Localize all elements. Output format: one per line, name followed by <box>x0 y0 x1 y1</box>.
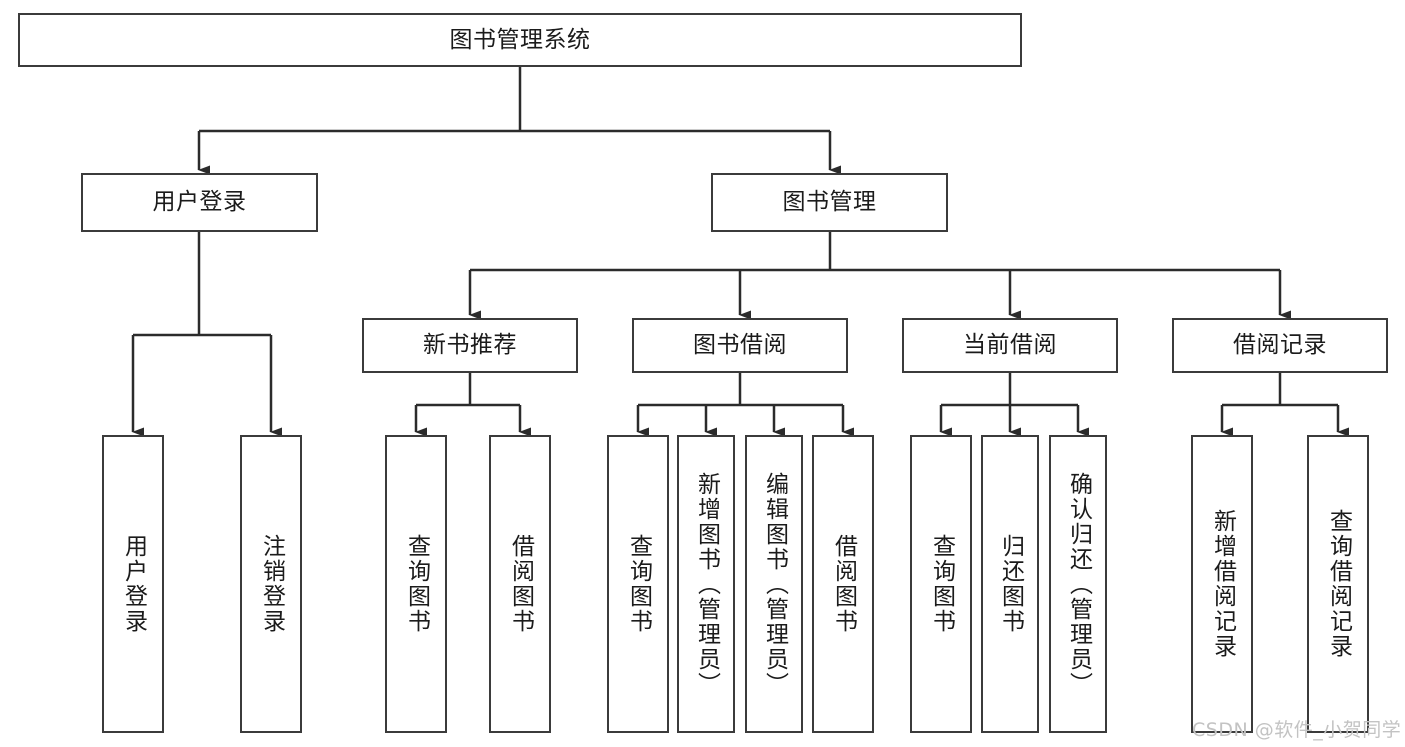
node-user-login[interactable]: 用户登录 <box>81 173 318 232</box>
node-leaf-borrow-book[interactable]: 借阅图书 <box>812 435 874 733</box>
node-label: 用户登录 <box>120 534 147 634</box>
node-leaf-query-book-current[interactable]: 查询图书 <box>910 435 972 733</box>
node-label: 确认归还（管理员） <box>1065 471 1092 697</box>
node-label: 归还图书 <box>997 534 1024 634</box>
node-book-borrow[interactable]: 图书借阅 <box>632 318 848 373</box>
node-label: 借阅图书 <box>507 534 534 634</box>
node-leaf-confirm-return-admin[interactable]: 确认归还（管理员） <box>1049 435 1107 733</box>
node-leaf-user-login[interactable]: 用户登录 <box>102 435 164 733</box>
node-root-system[interactable]: 图书管理系统 <box>18 13 1022 67</box>
node-leaf-add-borrow-record[interactable]: 新增借阅记录 <box>1191 435 1253 733</box>
node-leaf-add-book-admin[interactable]: 新增图书（管理员） <box>677 435 735 733</box>
node-label: 查询图书 <box>625 534 652 634</box>
node-leaf-query-book-recommend[interactable]: 查询图书 <box>385 435 447 733</box>
node-label: 新增借阅记录 <box>1209 509 1236 659</box>
node-label: 查询图书 <box>403 534 430 634</box>
node-label: 查询借阅记录 <box>1325 509 1352 659</box>
node-leaf-return-book[interactable]: 归还图书 <box>981 435 1039 733</box>
node-leaf-edit-book-admin[interactable]: 编辑图书（管理员） <box>745 435 803 733</box>
node-label: 新书推荐 <box>423 332 517 359</box>
node-leaf-logout[interactable]: 注销登录 <box>240 435 302 733</box>
node-label: 新增图书（管理员） <box>693 471 720 697</box>
node-current-borrow[interactable]: 当前借阅 <box>902 318 1118 373</box>
node-label: 查询图书 <box>928 534 955 634</box>
node-label: 图书借阅 <box>693 332 787 359</box>
node-label: 借阅记录 <box>1233 332 1327 359</box>
node-book-management[interactable]: 图书管理 <box>711 173 948 232</box>
node-label: 借阅图书 <box>830 534 857 634</box>
node-leaf-query-book-borrow[interactable]: 查询图书 <box>607 435 669 733</box>
node-leaf-borrow-book-recommend[interactable]: 借阅图书 <box>489 435 551 733</box>
node-label: 注销登录 <box>258 534 285 634</box>
node-leaf-query-borrow-record[interactable]: 查询借阅记录 <box>1307 435 1369 733</box>
node-label: 编辑图书（管理员） <box>761 471 788 697</box>
node-label: 图书管理 <box>782 189 877 216</box>
node-new-book-recommend[interactable]: 新书推荐 <box>362 318 578 373</box>
node-label: 图书管理系统 <box>449 26 591 53</box>
node-borrow-record[interactable]: 借阅记录 <box>1172 318 1388 373</box>
node-label: 当前借阅 <box>963 332 1057 359</box>
node-label: 用户登录 <box>152 189 247 216</box>
